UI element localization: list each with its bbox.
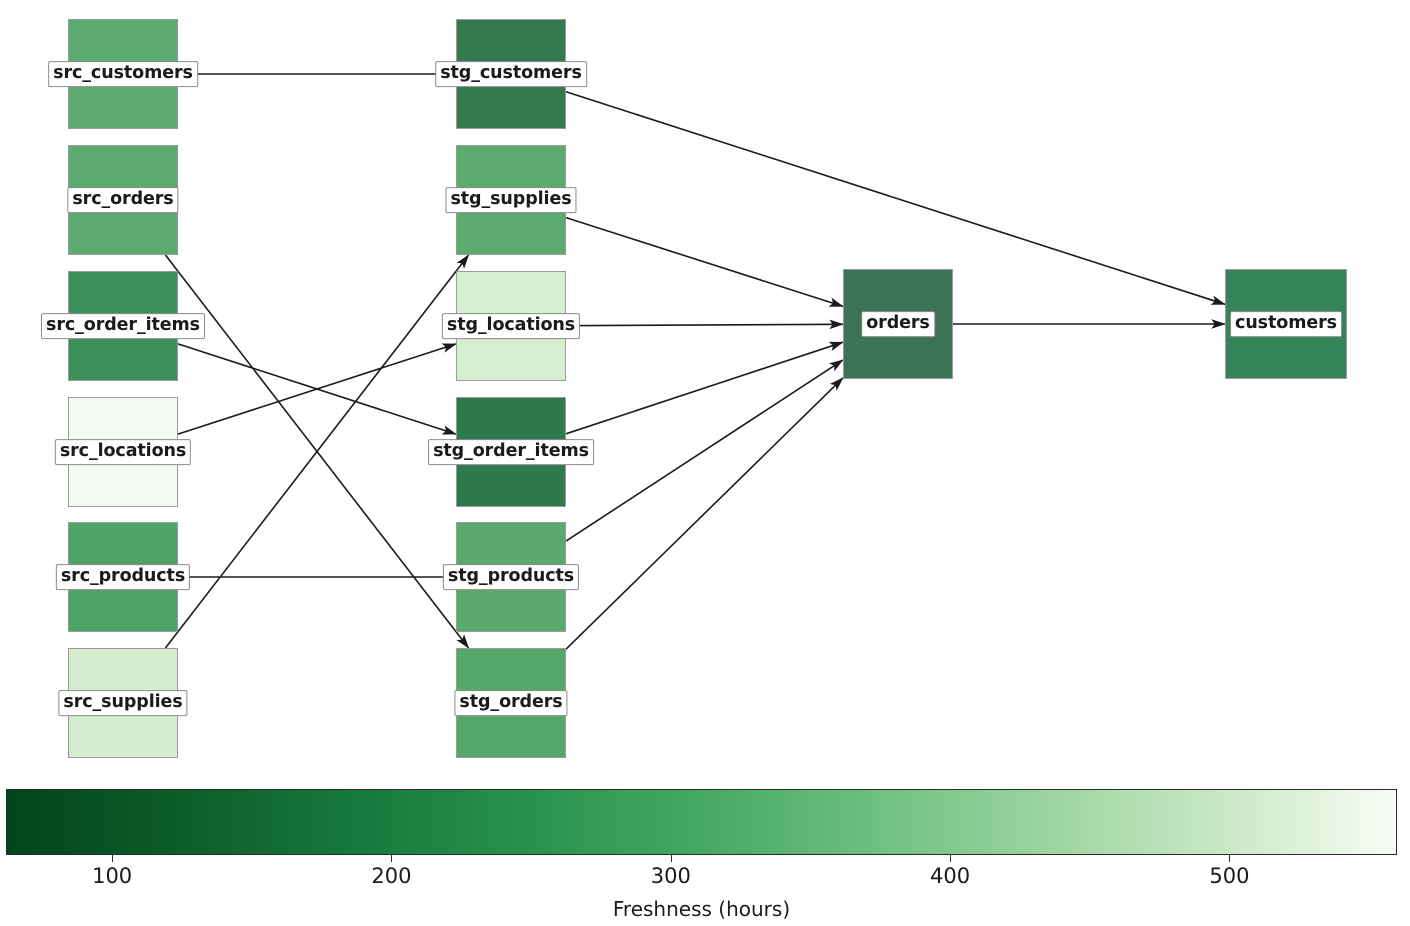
colorbar-label: Freshness (hours) — [612, 897, 791, 921]
colorbar-tick-label-100: 100 — [92, 864, 133, 888]
colorbar-tick-label-500: 500 — [1209, 864, 1250, 888]
colorbar-gradient — [6, 789, 1397, 855]
colorbar-tick-label-400: 400 — [930, 864, 971, 888]
colorbar-tick-400 — [950, 855, 952, 862]
edge-stg_products-to-orders — [565, 359, 844, 542]
node-label-src_order_items[interactable]: src_order_items — [41, 313, 205, 339]
edge-stg_customers-to-customers — [565, 90, 1226, 306]
node-label-src_locations[interactable]: src_locations — [54, 439, 192, 465]
node-label-stg_products[interactable]: stg_products — [442, 564, 580, 590]
colorbar-tick-100 — [112, 855, 114, 862]
colorbar-tick-label-300: 300 — [650, 864, 691, 888]
node-label-src_customers[interactable]: src_customers — [48, 61, 198, 87]
colorbar-tick-200 — [391, 855, 393, 862]
node-label-stg_supplies[interactable]: stg_supplies — [445, 187, 577, 213]
node-label-src_supplies[interactable]: src_supplies — [58, 690, 188, 716]
node-label-src_orders[interactable]: src_orders — [67, 187, 179, 213]
edge-src_supplies-to-stg_supplies — [164, 254, 470, 649]
edge-stg_locations-to-orders — [565, 319, 844, 330]
edge-stg_supplies-to-orders — [565, 216, 844, 308]
node-label-stg_locations[interactable]: stg_locations — [441, 313, 581, 339]
node-label-src_products[interactable]: src_products — [55, 564, 191, 590]
edge-stg_order_items-to-orders — [565, 341, 844, 435]
node-label-stg_orders[interactable]: stg_orders — [454, 690, 568, 716]
edge-src_locations-to-stg_locations — [177, 343, 457, 435]
edge-stg_orders-to-orders — [565, 377, 844, 650]
node-label-stg_order_items[interactable]: stg_order_items — [428, 439, 594, 465]
colorbar-tick-500 — [1229, 855, 1231, 862]
colorbar-tick-label-200: 200 — [371, 864, 412, 888]
colorbar-tick-300 — [670, 855, 672, 862]
node-label-customers[interactable]: customers — [1230, 311, 1342, 337]
node-label-orders[interactable]: orders — [861, 311, 935, 337]
node-label-stg_customers[interactable]: stg_customers — [435, 61, 587, 87]
